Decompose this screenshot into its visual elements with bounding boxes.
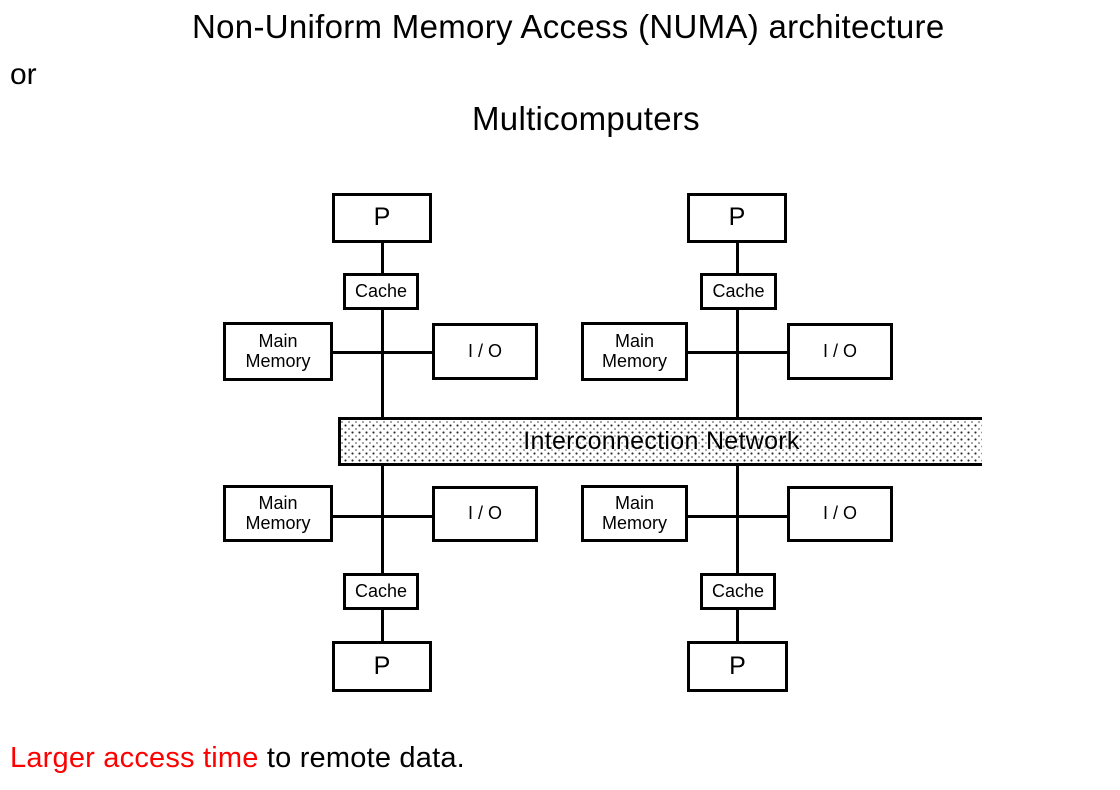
io-label: I / O <box>467 503 502 524</box>
cache-label: Cache <box>354 580 408 601</box>
connector-left-bottom-bus-cache <box>381 464 384 576</box>
io-box-bottom-right: I / O <box>787 486 893 542</box>
io-label: I / O <box>822 340 857 361</box>
cache-box-bottom-left: Cache <box>343 573 419 610</box>
processor-box-top-right: P <box>687 193 787 243</box>
processor-box-bottom-right: P <box>687 641 788 692</box>
io-box-bottom-left: I / O <box>432 486 538 542</box>
processor-label: P <box>373 651 391 680</box>
processor-label: P <box>728 203 746 232</box>
io-box-top-right: I / O <box>787 323 893 380</box>
connector-right-bottom-bus-cache <box>736 464 739 576</box>
processor-label: P <box>729 651 746 680</box>
connector-right-top-p-cache <box>736 242 739 275</box>
connector-left-top-memory-io <box>331 351 434 354</box>
conjunction-text: or <box>10 58 37 91</box>
footer-note: Larger access time to remote data. <box>10 742 465 775</box>
cache-box-top-left: Cache <box>343 273 419 310</box>
processor-box-top-left: P <box>332 193 432 243</box>
cache-box-top-right: Cache <box>700 273 777 310</box>
connector-left-bottom-cache-p <box>381 608 384 644</box>
connector-right-top-cache-bus <box>736 308 739 420</box>
interconnection-network-label: Interconnection Network <box>523 427 800 455</box>
cache-label: Cache <box>711 580 765 601</box>
cache-box-bottom-right: Cache <box>700 573 776 610</box>
footer-highlight: Larger access time <box>10 742 259 774</box>
io-label: I / O <box>467 340 502 361</box>
connector-right-top-memory-io <box>686 351 790 354</box>
footer-rest: to remote data. <box>258 742 465 774</box>
io-label: I / O <box>822 503 857 524</box>
page-title: Non-Uniform Memory Access (NUMA) archite… <box>192 8 945 45</box>
interconnection-network-bar: Interconnection Network <box>338 417 982 466</box>
cache-label: Cache <box>712 280 765 301</box>
cache-label: Cache <box>354 280 408 301</box>
processor-label: P <box>373 203 391 232</box>
processor-box-bottom-left: P <box>332 641 432 692</box>
connector-right-bottom-memory-io <box>686 515 790 518</box>
io-box-top-left: I / O <box>432 323 538 380</box>
connector-left-top-cache-bus <box>381 308 384 420</box>
connector-left-bottom-memory-io <box>331 515 434 518</box>
connector-right-bottom-cache-p <box>736 608 739 644</box>
subtitle: Multicomputers <box>472 100 700 137</box>
connector-left-top-p-cache <box>381 242 384 275</box>
